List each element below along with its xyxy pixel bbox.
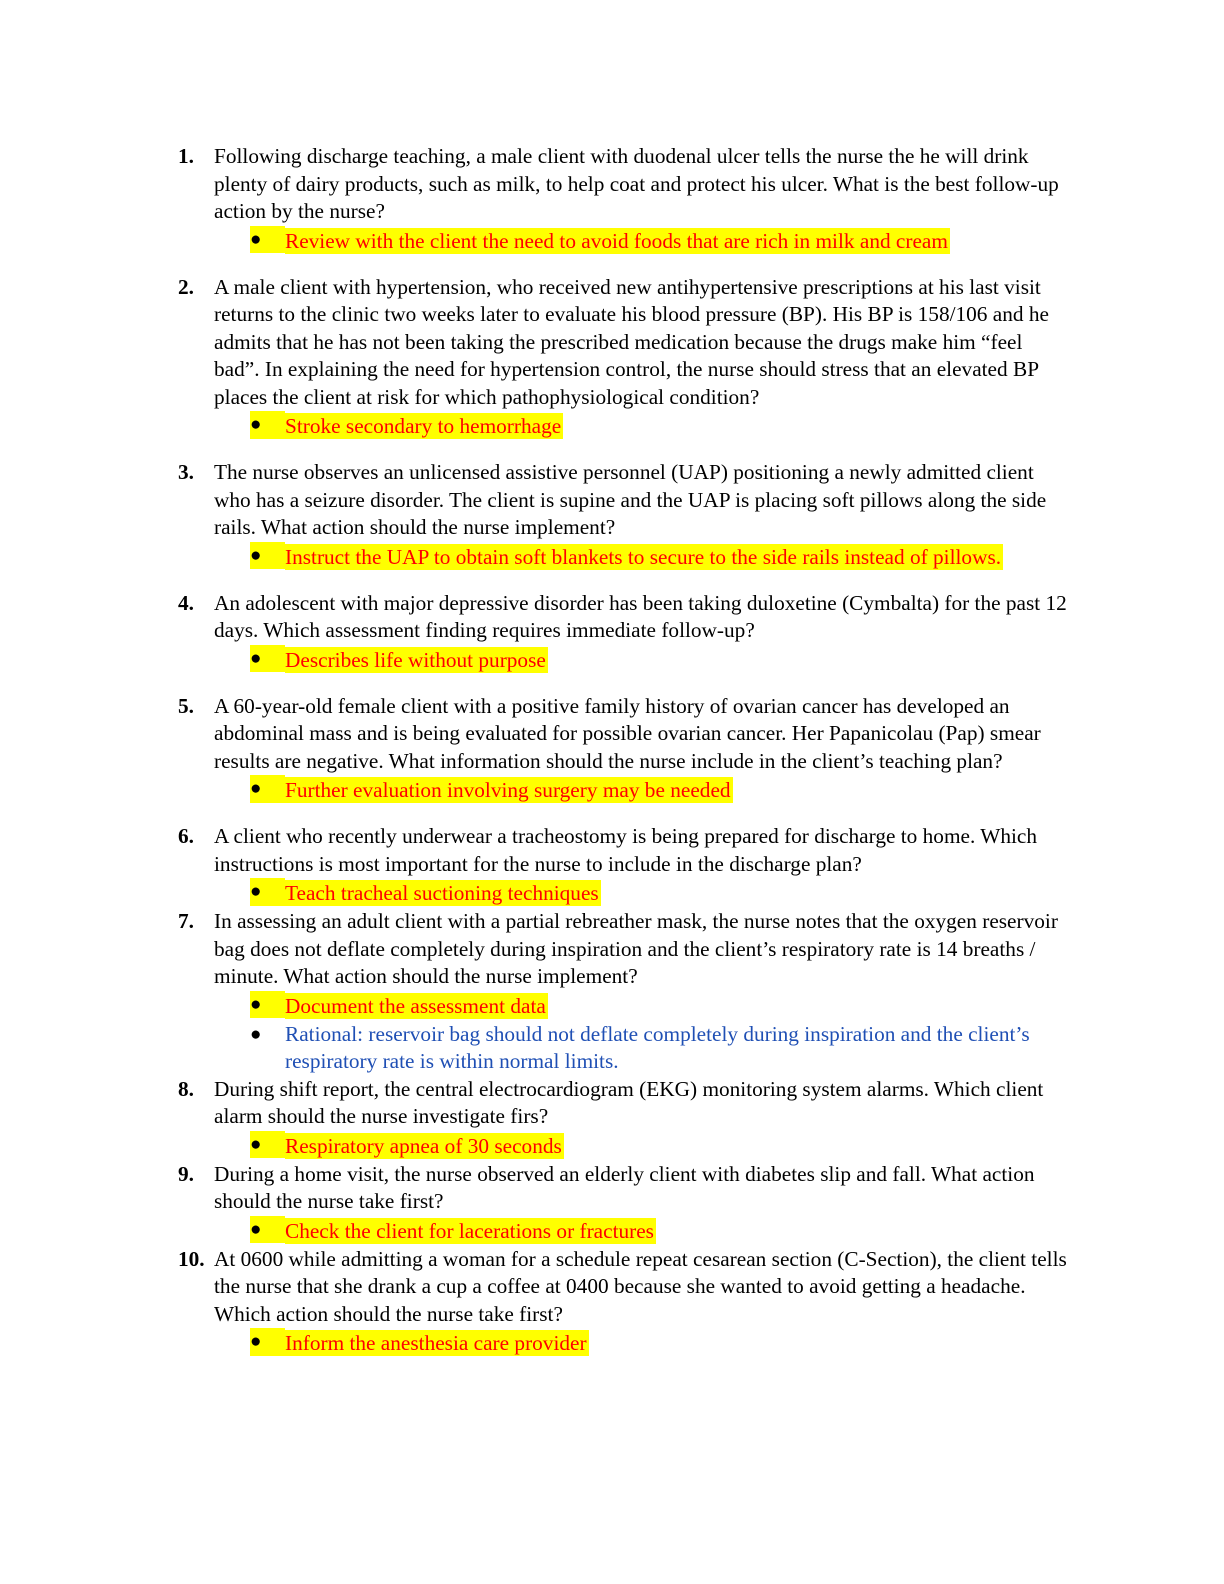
answer-item: ● Further evaluation involving surgery m…: [214, 775, 1073, 805]
question-number: 2.: [178, 274, 194, 299]
question-text: A client who recently underwear a trache…: [214, 824, 1037, 876]
bullet-icon: ●: [250, 644, 285, 672]
answer-item: ● Inform the anesthesia care provider: [214, 1328, 1073, 1358]
question-item: 1. Following discharge teaching, a male …: [178, 143, 1073, 256]
answer-text: Review with the client the need to avoid…: [285, 227, 950, 254]
question-item: 3. The nurse observes an unlicensed assi…: [178, 459, 1073, 572]
question-item: 7. In assessing an adult client with a p…: [178, 908, 1073, 1076]
question-text: During shift report, the central electro…: [214, 1076, 1044, 1129]
answer-list: ● Review with the client the need to avo…: [214, 225, 1073, 256]
answer-text: Further evaluation involving surgery may…: [285, 777, 733, 803]
answer-item: ● Respiratory apnea of 30 seconds: [214, 1130, 1073, 1161]
question-number: 4.: [178, 590, 194, 615]
question-item: 4. An adolescent with major depressive d…: [178, 590, 1073, 675]
rationale-item: ● Rational: reservoir bag should not def…: [214, 1021, 1073, 1076]
question-text: In assessing an adult client with a part…: [214, 909, 1058, 988]
question-list: 1. Following discharge teaching, a male …: [178, 143, 1073, 1358]
question-number: 5.: [178, 693, 194, 718]
answer-list: ● Teach tracheal suctioning techniques: [214, 878, 1073, 908]
question-text: A 60-year-old female client with a posit…: [214, 693, 1041, 773]
question-number: 6.: [178, 824, 194, 848]
question-number: 10.: [178, 1246, 205, 1271]
question-item: 9. During a home visit, the nurse observ…: [178, 1161, 1073, 1246]
question-item: 2. A male client with hypertension, who …: [178, 274, 1073, 442]
question-item: 8. During shift report, the central elec…: [178, 1076, 1073, 1161]
bullet-icon: ●: [250, 1215, 285, 1243]
question-text: An adolescent with major depressive diso…: [214, 590, 1067, 643]
answer-list: ● Inform the anesthesia care provider: [214, 1328, 1073, 1358]
bullet-icon: ●: [250, 1130, 285, 1158]
question-text: During a home visit, the nurse observed …: [214, 1161, 1035, 1214]
answer-item: ● Describes life without purpose: [214, 644, 1073, 675]
answer-item: ● Review with the client the need to avo…: [214, 225, 1073, 256]
bullet-icon: ●: [250, 225, 285, 253]
question-number: 1.: [178, 144, 194, 168]
question-number: 7.: [178, 909, 194, 933]
answer-item: ● Stroke secondary to hemorrhage: [214, 411, 1073, 441]
answer-item: ● Document the assessment data: [214, 990, 1073, 1021]
answer-text: Describes life without purpose: [285, 646, 548, 673]
answer-list: ● Check the client for lacerations or fr…: [214, 1215, 1073, 1246]
bullet-icon: ●: [250, 990, 285, 1018]
answer-item: ● Instruct the UAP to obtain soft blanke…: [214, 541, 1073, 572]
answer-item: ● Check the client for lacerations or fr…: [214, 1215, 1073, 1246]
question-text: Following discharge teaching, a male cli…: [214, 144, 1059, 223]
answer-list: ● Document the assessment data ● Rationa…: [214, 990, 1073, 1076]
answer-text: Teach tracheal suctioning techniques: [285, 880, 601, 906]
question-number: 8.: [178, 1076, 194, 1101]
question-text: The nurse observes an unlicensed assisti…: [214, 460, 1047, 539]
question-item: 10. At 0600 while admitting a woman for …: [178, 1246, 1073, 1359]
answer-item: ● Teach tracheal suctioning techniques: [214, 878, 1073, 908]
question-item: 5. A 60-year-old female client with a po…: [178, 693, 1073, 806]
answer-list: ● Stroke secondary to hemorrhage: [214, 411, 1073, 441]
answer-list: ● Instruct the UAP to obtain soft blanke…: [214, 541, 1073, 572]
answer-text: Respiratory apnea of 30 seconds: [285, 1132, 564, 1159]
answer-list: ● Describes life without purpose: [214, 644, 1073, 675]
answer-text: Instruct the UAP to obtain soft blankets…: [285, 543, 1004, 570]
answer-list: ● Respiratory apnea of 30 seconds: [214, 1130, 1073, 1161]
answer-text: Inform the anesthesia care provider: [285, 1330, 589, 1356]
bullet-icon: ●: [250, 541, 285, 569]
answer-text: Check the client for lacerations or frac…: [285, 1217, 656, 1244]
bullet-icon: ●: [250, 775, 285, 803]
question-number: 9.: [178, 1161, 194, 1186]
rationale-text: Rational: reservoir bag should not defla…: [285, 1021, 1030, 1074]
question-text: At 0600 while admitting a woman for a sc…: [214, 1246, 1067, 1326]
answer-list: ● Further evaluation involving surgery m…: [214, 775, 1073, 805]
question-item: 6. A client who recently underwear a tra…: [178, 823, 1073, 908]
bullet-icon: ●: [250, 1328, 285, 1356]
bullet-icon: ●: [250, 1023, 262, 1045]
bullet-icon: ●: [250, 878, 285, 906]
answer-text: Document the assessment data: [285, 992, 548, 1019]
question-number: 3.: [178, 460, 194, 484]
question-text: A male client with hypertension, who rec…: [214, 274, 1049, 409]
bullet-icon: ●: [250, 411, 285, 439]
answer-text: Stroke secondary to hemorrhage: [285, 413, 564, 439]
